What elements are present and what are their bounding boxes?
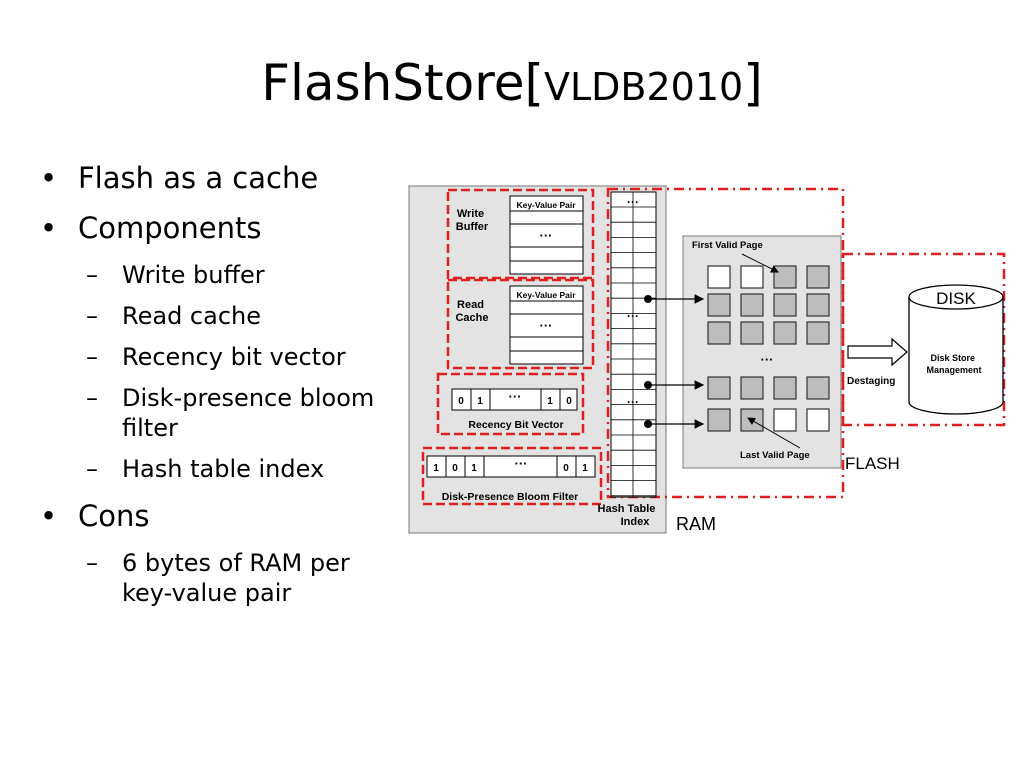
hash-ellipsis-top: ···	[627, 195, 639, 209]
flash-page-valid	[773, 376, 797, 400]
write-buffer-label: Write Buffer	[456, 208, 489, 233]
flash-page-valid	[773, 265, 797, 289]
flash-page-valid	[740, 376, 764, 400]
disk-label: DISK	[936, 289, 976, 308]
bloom-filter-vector	[426, 455, 596, 478]
disk-region-border	[841, 252, 1006, 427]
ram-label: RAM	[676, 514, 716, 534]
bullet-components: Components	[36, 210, 406, 246]
bloom-bit-0: 1	[433, 463, 439, 474]
disk-cylinder-icon	[908, 284, 1004, 415]
flash-page-empty	[773, 408, 797, 432]
flash-page-valid	[707, 376, 731, 400]
sub-write-buffer: –Write buffer	[86, 261, 265, 289]
flash-ellipsis: ···	[761, 352, 774, 367]
recency-bit-4: 0	[566, 396, 572, 407]
destaging-label: Destaging	[847, 376, 895, 387]
title-main: FlashStore[	[261, 54, 544, 112]
read-cache-label: Read Cache	[455, 299, 488, 324]
hash-ellipsis-low: ···	[627, 395, 639, 409]
bullet-flash-cache: Flash as a cache	[36, 160, 406, 196]
disk-store-label: Disk Store Management	[926, 353, 981, 375]
title-close: ]	[743, 54, 763, 112]
read-cache-border	[446, 278, 595, 370]
sub-read-cache: –Read cache	[86, 302, 262, 330]
first-valid-page-label: First Valid Page	[692, 240, 763, 251]
slide-title: FlashStore[VLDB2010]	[0, 58, 1024, 108]
sub-recency-bit-vector: –Recency bit vector	[86, 343, 346, 371]
read-cache-kv-label: Key-Value Pair	[516, 290, 576, 300]
components-sublist: –Write buffer –Read cache –Recency bit v…	[36, 260, 406, 484]
flash-page-empty	[806, 408, 830, 432]
flash-page-valid	[707, 321, 731, 345]
flash-page-valid	[806, 265, 830, 289]
sub-ram-per-pair: –6 bytes of RAM per key-value pair	[86, 549, 350, 607]
write-buffer-kv-label: Key-Value Pair	[516, 200, 576, 210]
flash-page-valid	[707, 408, 731, 432]
last-valid-page-label: Last Valid Page	[740, 450, 810, 461]
sub-bloom-filter: –Disk-presence bloom filter	[86, 384, 375, 442]
flash-page-valid	[740, 321, 764, 345]
bullet-list: Flash as a cache Components –Write buffe…	[36, 160, 406, 619]
bloom-bit-2: 1	[471, 463, 477, 474]
bloom-bit-1: 0	[452, 463, 458, 474]
recency-bit-ellipsis: ···	[509, 389, 522, 404]
flash-page-valid	[773, 321, 797, 345]
sub-hash-table-index: –Hash table index	[86, 455, 325, 483]
flash-page-valid	[806, 376, 830, 400]
flash-page-empty	[740, 265, 764, 289]
write-buffer-border	[446, 188, 595, 280]
last-page-pointer	[747, 417, 801, 449]
bloom-bit-5: 1	[582, 463, 588, 474]
flash-page-valid	[740, 293, 764, 317]
recency-bit-0: 0	[458, 396, 464, 407]
flash-pages-grid	[707, 265, 830, 432]
recency-bit-vector	[451, 388, 578, 411]
title-ref: VLDB2010	[543, 65, 744, 109]
hash-ellipsis-mid: ···	[627, 309, 639, 323]
flash-page-valid	[707, 293, 731, 317]
bloom-bit-4: 0	[563, 463, 569, 474]
recency-label: Recency Bit Vector	[468, 419, 563, 431]
hash-table-index	[610, 191, 657, 498]
flash-page-empty	[707, 265, 731, 289]
flash-page-valid	[806, 321, 830, 345]
read-cache-ellipsis: ···	[540, 318, 553, 333]
destaging-arrow	[847, 337, 908, 367]
write-buffer-ellipsis: ···	[540, 228, 553, 243]
hash-table-label: Hash Table Index	[598, 503, 659, 528]
flash-page-valid	[773, 293, 797, 317]
recency-border	[436, 372, 585, 436]
bullet-cons: Cons	[36, 498, 406, 534]
flash-label: FLASH	[845, 454, 900, 473]
first-page-pointer	[741, 253, 779, 273]
bloom-label: Disk-Presence Bloom Filter	[442, 491, 579, 503]
bloom-bit-ellipsis: ···	[515, 456, 528, 471]
recency-bit-3: 1	[547, 396, 553, 407]
recency-bit-1: 1	[477, 396, 483, 407]
flash-page-valid	[806, 293, 830, 317]
